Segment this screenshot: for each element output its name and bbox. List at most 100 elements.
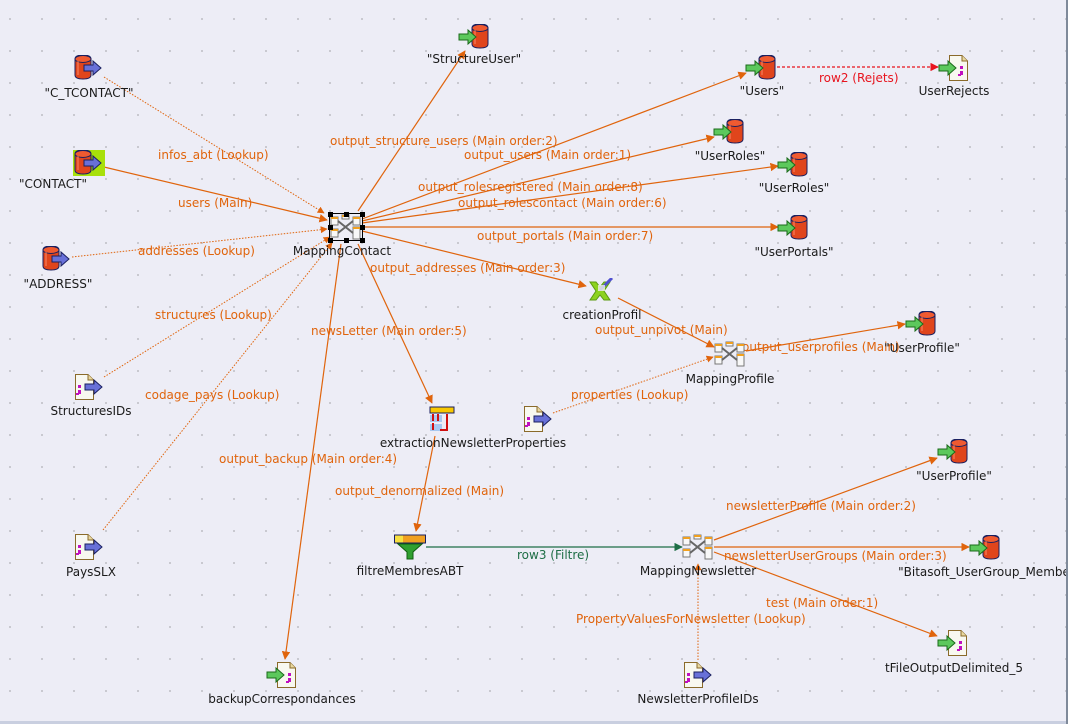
canvas-vertical-border [1066, 0, 1068, 724]
connection-mappingcontact-to-extractionnewsletterproperties[interactable] [357, 243, 433, 404]
connection-structuresids-to-mappingcontact[interactable] [103, 236, 331, 378]
canvas-horizontal-scrollbar[interactable] [0, 721, 1066, 724]
connection-mappingcontact-to-creationprofil[interactable] [361, 230, 587, 289]
tfilter-icon [394, 534, 426, 564]
component-c_tcontact[interactable] [73, 54, 105, 81]
db-output-icon [777, 214, 809, 245]
component-properties[interactable] [522, 406, 554, 432]
component-mappingprofile[interactable] [714, 341, 746, 367]
file-input-icon [522, 406, 554, 436]
connection-mappingnewsletter-to-userprofile2[interactable] [713, 456, 938, 541]
connection-mappingcontact-to-users[interactable] [361, 71, 747, 220]
connection-mappingcontact-to-backupcorrespondances[interactable] [281, 243, 342, 660]
component-userprofile1[interactable] [905, 310, 937, 337]
connection-label[interactable]: output_structure_users (Main order:2) [330, 134, 558, 148]
component-tfileoutputdelimited5[interactable] [937, 630, 969, 656]
connection-properties-to-mappingprofile[interactable] [552, 355, 714, 414]
connection-label[interactable]: output_rolescontact (Main order:6) [458, 196, 667, 210]
connection-mappingcontact-to-structureuser[interactable] [357, 50, 466, 212]
connection-label[interactable]: output_backup (Main order:4) [219, 452, 397, 466]
selection-handle[interactable] [360, 238, 365, 243]
selection-handle[interactable] [344, 212, 349, 217]
db-output-icon [937, 438, 969, 469]
connection-label[interactable]: newsLetter (Main order:5) [311, 324, 467, 338]
connection-contact-to-mappingcontact[interactable] [103, 166, 328, 223]
component-address[interactable] [41, 245, 73, 272]
selection-handle[interactable] [360, 212, 365, 217]
component-contact[interactable] [73, 149, 105, 176]
component-mappingnewsletter[interactable] [682, 534, 714, 560]
component-mappingcontact[interactable] [328, 212, 365, 243]
connection-label[interactable]: properties (Lookup) [571, 388, 688, 402]
connection-label[interactable]: output_rolesregistered (Main order:8) [418, 180, 643, 194]
component-label: "UserProfile" [916, 469, 992, 483]
selection-handle[interactable] [328, 238, 333, 243]
selection-handle[interactable] [328, 212, 333, 217]
component-userroles2[interactable] [777, 151, 809, 178]
connection-label[interactable]: newsletterProfile (Main order:2) [726, 499, 916, 513]
component-payslx[interactable] [73, 534, 105, 560]
component-label: "C_TCONTACT" [44, 86, 134, 100]
connection-label[interactable]: structures (Lookup) [155, 308, 272, 322]
component-label: MappingNewsletter [639, 564, 757, 578]
component-label: "UserRoles" [694, 149, 766, 163]
connection-mappingcontact-to-userroles1[interactable] [361, 134, 715, 222]
connection-label[interactable]: output_denormalized (Main) [335, 484, 504, 498]
connection-label[interactable]: output_userprofiles (Main) [742, 340, 900, 354]
tnormalize-icon [586, 276, 618, 308]
tmap-icon [682, 534, 714, 564]
file-input-icon [682, 662, 714, 692]
connection-label[interactable]: row2 (Rejets) [819, 71, 899, 85]
component-backupcorrespondances[interactable] [266, 662, 298, 688]
component-label: NewsletterProfileIDs [637, 692, 759, 706]
connection-mappingnewsletter-to-tfileoutputdelimited5[interactable] [713, 551, 938, 638]
connection-label[interactable]: addresses (Lookup) [138, 244, 255, 258]
connection-label[interactable]: output_unpivot (Main) [595, 323, 728, 337]
component-structureuser[interactable] [458, 23, 490, 50]
component-label: StructuresIDs [50, 404, 132, 418]
db-input-icon [73, 54, 105, 85]
connection-label[interactable]: test (Main order:1) [766, 596, 878, 610]
component-creationprofil[interactable] [586, 276, 618, 304]
component-users[interactable] [745, 54, 777, 81]
db-output-icon [777, 151, 809, 182]
selection-handle[interactable] [328, 225, 333, 230]
connection-label[interactable]: newsletterUserGroups (Main order:3) [724, 549, 947, 563]
connection-label[interactable]: row3 (Filtre) [517, 548, 589, 562]
component-userportals[interactable] [777, 214, 809, 241]
db-output-icon [713, 118, 745, 149]
db-input-icon [73, 149, 105, 180]
component-label: tFileOutputDelimited_5 [884, 661, 1024, 675]
component-bitasoft[interactable] [969, 534, 1001, 561]
component-userprofile2[interactable] [937, 438, 969, 465]
component-label: PaysSLX [66, 565, 116, 579]
selection-handle[interactable] [360, 225, 365, 230]
component-label: "StructureUser" [426, 52, 522, 66]
component-extractionnewsletterproperties[interactable] [426, 406, 458, 432]
connection-label[interactable]: output_users (Main order:1) [464, 148, 631, 162]
connection-c_tcontact-to-mappingcontact[interactable] [103, 76, 325, 214]
component-userroles1[interactable] [713, 118, 745, 145]
component-newsletterprofileids[interactable] [682, 662, 714, 688]
connection-label[interactable]: output_addresses (Main order:3) [370, 261, 565, 275]
connection-extractionnewsletterproperties-to-filtremembresabt[interactable] [413, 435, 436, 532]
file-output-icon [938, 55, 970, 85]
connection-label[interactable]: PropertyValuesForNewsletter (Lookup) [576, 612, 806, 626]
connection-label[interactable]: infos_abt (Lookup) [158, 148, 269, 162]
component-structuresids[interactable] [73, 374, 105, 400]
connection-label[interactable]: users (Main) [178, 196, 252, 210]
connection-label[interactable]: output_portals (Main order:7) [477, 229, 653, 243]
db-output-icon [905, 310, 937, 341]
connection-label[interactable]: codage_pays (Lookup) [145, 388, 279, 402]
connection-mappingprofile-to-userprofile1[interactable] [745, 321, 906, 352]
component-filtremembresabt[interactable] [394, 534, 426, 560]
connection-payslx-to-mappingcontact[interactable] [102, 242, 333, 531]
component-userrejects[interactable] [938, 55, 970, 81]
connection-creationprofil-to-mappingprofile[interactable] [617, 297, 715, 348]
selection-handle[interactable] [344, 238, 349, 243]
component-label: "ADDRESS" [23, 277, 93, 291]
connection-mappingcontact-to-userroles2[interactable] [361, 162, 779, 224]
connection-address-to-mappingcontact[interactable] [71, 226, 328, 258]
component-label: UserRejects [918, 84, 990, 98]
